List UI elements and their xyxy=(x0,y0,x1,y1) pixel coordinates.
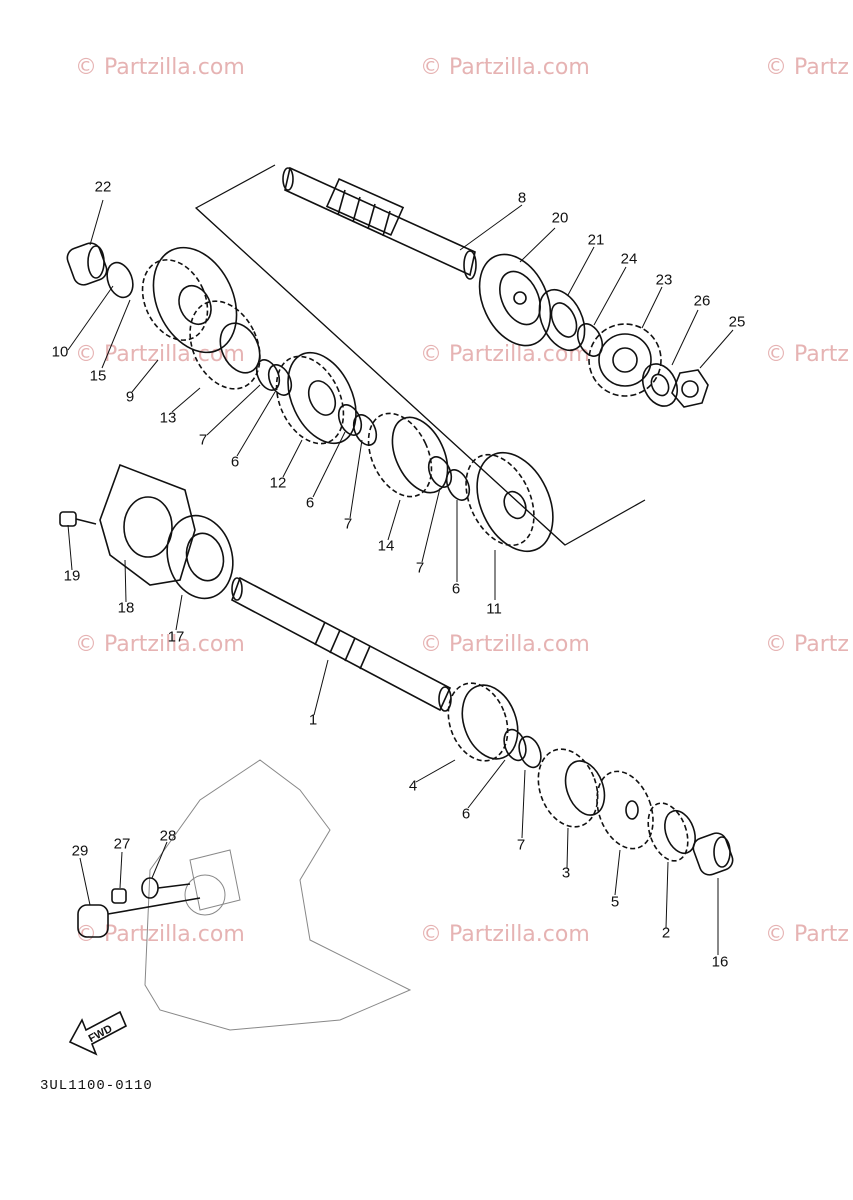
callout-16: 16 xyxy=(711,953,729,971)
gear-3 xyxy=(537,748,606,828)
callout-4: 4 xyxy=(408,777,418,795)
callout-23: 23 xyxy=(655,271,673,289)
callout-6-c: 6 xyxy=(451,580,461,598)
main-axle-1 xyxy=(231,576,452,712)
watermark: © Partz xyxy=(765,632,849,657)
callout-29: 29 xyxy=(71,842,89,860)
bearing-20 xyxy=(478,253,552,347)
lock-washer-26 xyxy=(641,363,679,407)
watermark: © Partzilla.com xyxy=(75,632,245,657)
nut-25 xyxy=(671,369,709,408)
circlip-7-lower xyxy=(518,735,542,769)
watermark: © Partz xyxy=(765,55,849,80)
washer-6-upper-c xyxy=(445,469,471,501)
washer-6-upper-b xyxy=(337,404,363,436)
gear-2 xyxy=(647,802,696,862)
callout-21: 21 xyxy=(587,231,605,249)
collar-24 xyxy=(576,323,604,357)
bearing-17 xyxy=(166,514,234,600)
callout-17: 17 xyxy=(167,628,185,646)
washer-10 xyxy=(106,261,134,299)
callout-3: 3 xyxy=(561,864,571,882)
callout-7-d: 7 xyxy=(516,836,526,854)
bolt-27 xyxy=(111,888,127,904)
assembly-bracket-lines xyxy=(194,164,646,546)
callout-13: 13 xyxy=(159,409,177,427)
callout-19: 19 xyxy=(63,567,81,585)
watermark: © Partzilla.com xyxy=(420,342,590,367)
gear-12 xyxy=(275,351,357,445)
watermark: © Partzilla.com xyxy=(75,342,245,367)
callout-7-c: 7 xyxy=(415,559,425,577)
leader-lines xyxy=(67,199,734,955)
callout-15: 15 xyxy=(89,367,107,385)
gear-9 xyxy=(141,246,238,354)
bearing-22 xyxy=(66,242,108,286)
gear-13 xyxy=(189,300,261,390)
callout-14: 14 xyxy=(377,537,395,555)
watermark: © Partz xyxy=(765,342,849,367)
gear-14 xyxy=(367,412,449,498)
callout-7-b: 7 xyxy=(343,515,353,533)
bearing-16 xyxy=(692,832,734,876)
washer-28 xyxy=(141,877,191,899)
watermark: © Partzilla.com xyxy=(75,922,245,947)
watermark: © Partzilla.com xyxy=(420,632,590,657)
watermark: © Partz xyxy=(765,922,849,947)
callout-9: 9 xyxy=(125,388,135,406)
fwd-arrow-icon xyxy=(68,1010,128,1056)
callout-18: 18 xyxy=(117,599,135,617)
callout-22: 22 xyxy=(94,178,112,196)
callout-7-a: 7 xyxy=(198,431,208,449)
callout-20: 20 xyxy=(551,209,569,227)
diagram-code: 3UL1100-0110 xyxy=(40,1078,153,1094)
watermark: © Partzilla.com xyxy=(75,55,245,80)
callout-25: 25 xyxy=(728,313,746,331)
washer-6-lower xyxy=(503,728,527,762)
callout-12: 12 xyxy=(269,474,287,492)
gear-4 xyxy=(447,682,519,762)
callout-8: 8 xyxy=(517,189,527,207)
callout-6-a: 6 xyxy=(230,453,240,471)
cap-29 xyxy=(77,897,201,938)
gear-5 xyxy=(596,770,654,850)
gear-11 xyxy=(465,451,554,553)
callout-10: 10 xyxy=(51,343,69,361)
main-axle xyxy=(282,166,477,280)
callout-6-b: 6 xyxy=(305,494,315,512)
callout-5: 5 xyxy=(610,893,620,911)
callout-6-d: 6 xyxy=(461,805,471,823)
crankcase-outline xyxy=(144,759,412,1031)
callout-27: 27 xyxy=(113,835,131,853)
circlip-7-upper-b xyxy=(352,414,378,446)
callout-26: 26 xyxy=(693,292,711,310)
drive-sprocket-23 xyxy=(588,323,662,397)
callout-11: 11 xyxy=(486,600,502,618)
callout-24: 24 xyxy=(620,250,638,268)
callout-28: 28 xyxy=(159,827,177,845)
callout-1: 1 xyxy=(308,711,318,729)
watermark: © Partzilla.com xyxy=(420,55,590,80)
watermark: © Partzilla.com xyxy=(420,922,590,947)
screw-19 xyxy=(59,511,97,527)
oil-seal-21 xyxy=(538,288,586,352)
callout-2: 2 xyxy=(661,924,671,942)
bearing-plate-18 xyxy=(99,463,196,586)
circlip-7-upper-c xyxy=(427,456,453,488)
